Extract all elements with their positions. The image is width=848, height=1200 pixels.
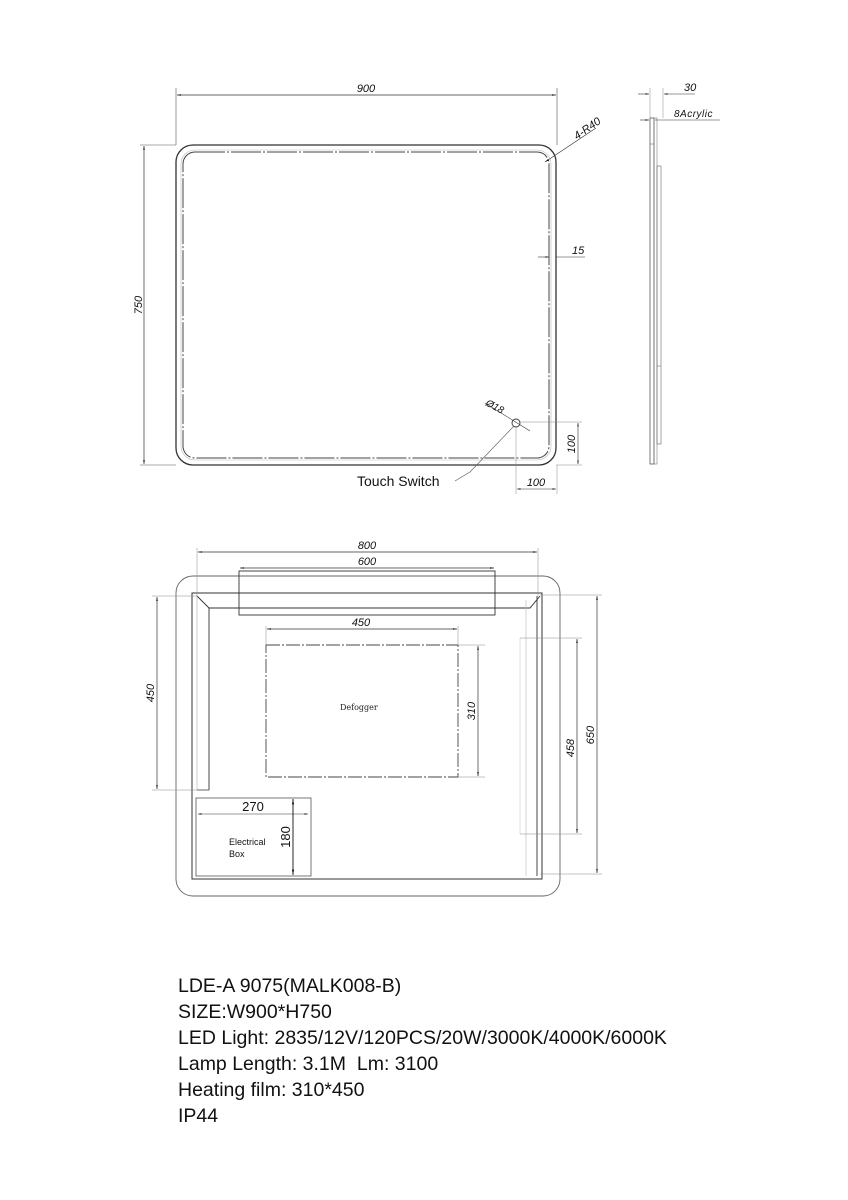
touch-switch-label: Touch Switch [357, 473, 439, 489]
acrylic-panel [649, 117, 655, 465]
front-view: 900 750 4-R40 15 Ø18 Touch Switch 100 10… [133, 83, 604, 494]
defogger-height-label: 310 [466, 701, 478, 720]
top-led-bar [238, 570, 496, 616]
spec-size: SIZE:W900*H750 [178, 1001, 332, 1023]
led-inset-label: 15 [572, 245, 585, 257]
spec-block: LDE-A 9075(MALK008-B) SIZE:W900*H750 LED… [178, 973, 667, 1129]
defogger-area [265, 644, 459, 778]
back-frame [191, 592, 543, 880]
right-outer-label: 650 [585, 725, 597, 744]
side-frame [656, 165, 662, 445]
back-mirror-outline [175, 575, 561, 897]
spec-ip: IP44 [178, 1105, 219, 1127]
spec-led: LED Light: 2835/12V/120PCS/20W/3000K/400… [178, 1027, 667, 1049]
electrical-box-height-label: 180 [278, 826, 293, 848]
height-dim-label: 750 [133, 295, 145, 314]
electrical-box-width-label: 270 [242, 799, 264, 814]
top-bar-label: 600 [358, 556, 377, 568]
left-bar-label: 450 [145, 683, 157, 702]
electrical-box-label-1: Electrical [229, 837, 266, 847]
spec-lamp: Lamp Length: 3.1M Lm: 3100 [178, 1053, 439, 1075]
corner-radius-label: 4-R40 [572, 115, 604, 143]
depth-dim-label: 30 [684, 82, 697, 94]
electrical-box-label-2: Box [229, 849, 245, 859]
width-dim-label: 900 [357, 83, 376, 95]
right-inner-label: 458 [565, 738, 577, 757]
defogger-width-label: 450 [352, 617, 371, 629]
spec-heating: Heating film: 310*450 [178, 1079, 365, 1101]
led-band [182, 151, 550, 459]
switch-offset-y-label: 100 [566, 434, 578, 453]
spec-model: LDE-A 9075(MALK008-B) [178, 975, 402, 997]
switch-offset-x-label: 100 [527, 477, 546, 489]
side-view: 30 8Acrylic [638, 82, 720, 465]
acrylic-label: 8Acrylic [674, 109, 713, 120]
frame-width-label: 800 [358, 540, 377, 552]
defogger-label: Defogger [340, 703, 378, 712]
mirror-outline [175, 144, 557, 466]
led-band-outer [180, 149, 552, 461]
electrical-box [195, 797, 312, 877]
back-view: 800 600 450 310 Defogger 450 458 650 270 [145, 540, 602, 897]
